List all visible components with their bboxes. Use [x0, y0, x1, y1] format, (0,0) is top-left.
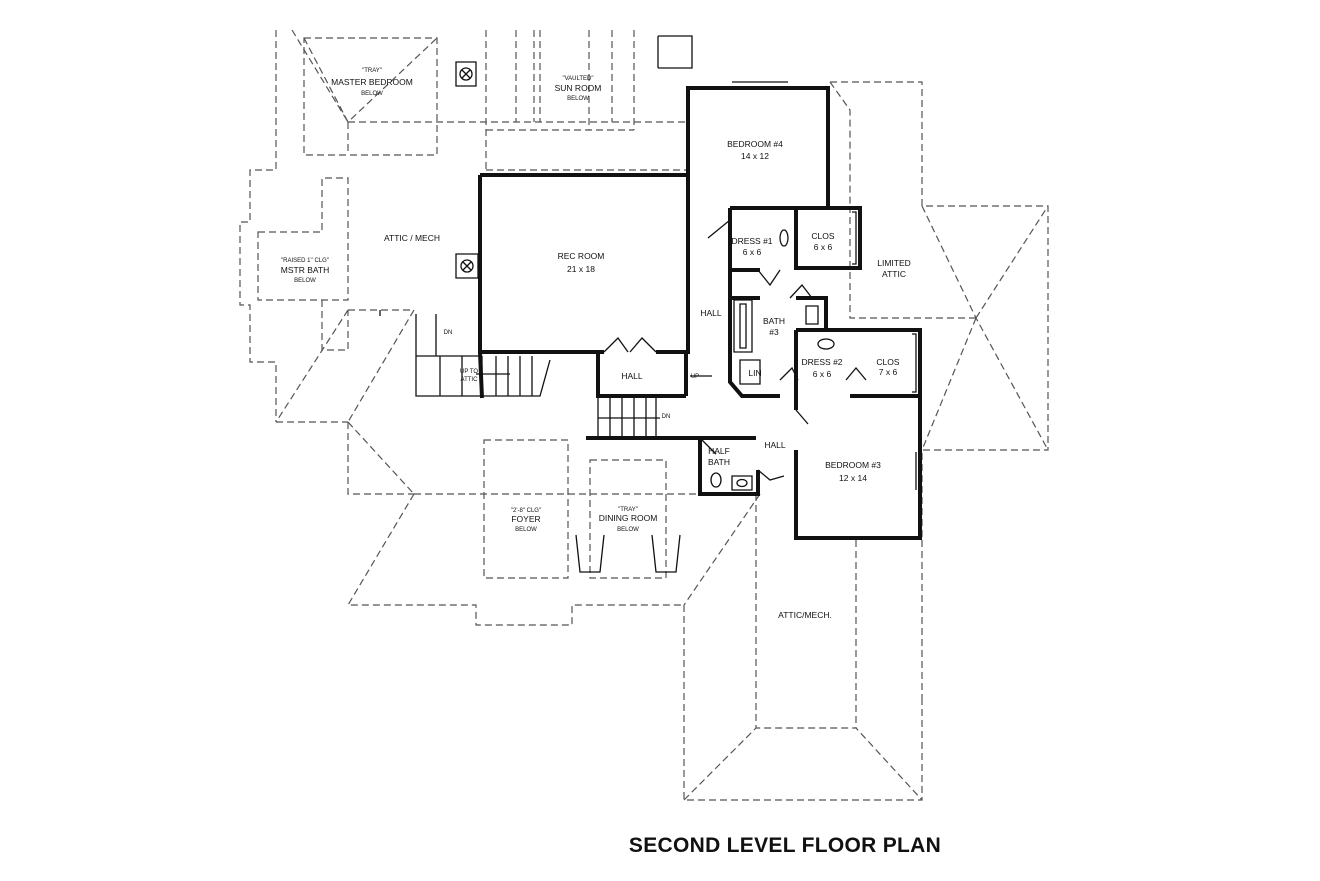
attic-mech-lower-label: ATTIC/MECH. — [778, 610, 832, 620]
dress2-size: 6 x 6 — [813, 369, 832, 379]
limited-attic-label: LIMITED — [877, 258, 911, 268]
bedroom3-size: 12 x 14 — [839, 473, 867, 483]
up-to-attic-label: UP TO — [460, 369, 478, 375]
bedroom4-size: 14 x 12 — [741, 151, 769, 161]
sun-room-label: SUN ROOM — [555, 83, 602, 93]
hall-label-upper: HALL — [700, 308, 722, 318]
clos1-label: CLOS — [811, 231, 834, 241]
dining-tray-note: "TRAY" — [618, 507, 638, 513]
rec-room-label: REC ROOM — [558, 251, 605, 261]
master-below-note: BELOW — [361, 91, 383, 97]
plan-title: SECOND LEVEL FLOOR PLAN — [628, 834, 942, 857]
hall-label-middle: HALL — [621, 371, 643, 381]
up-label: UP — [691, 374, 699, 380]
clos2-label: CLOS — [876, 357, 899, 367]
half-bath-label-2: BATH — [708, 457, 730, 467]
dining-room-label: DINING ROOM — [599, 513, 658, 523]
foyer-clg-note: "2'-8" CLG" — [511, 508, 541, 514]
dress2-label: DRESS #2 — [801, 357, 842, 367]
dress1-label: DRESS #1 — [731, 236, 772, 246]
attic-mech-label: ATTIC / MECH — [384, 233, 440, 243]
dn-label-right: DN — [662, 414, 671, 420]
clos1-size: 6 x 6 — [814, 242, 833, 252]
sun-vaulted-note: "VAULTED" — [562, 76, 593, 82]
hall-label-lower: HALL — [764, 440, 786, 450]
roof-outlines — [239, 29, 1049, 801]
mstr-bath-raised-note: "RAISED 1'' CLG" — [281, 258, 329, 264]
dining-below-note: BELOW — [617, 527, 639, 533]
bath3-label: BATH — [763, 316, 785, 326]
walls — [478, 86, 922, 540]
bedroom3-label: BEDROOM #3 — [825, 460, 881, 470]
sun-below-note: BELOW — [567, 96, 589, 102]
half-bath-label: HALF — [708, 446, 730, 456]
mstr-bath-label: MSTR BATH — [281, 265, 329, 275]
dress1-size: 6 x 6 — [743, 247, 762, 257]
dn-label-left: DN — [444, 330, 453, 336]
foyer-label: FOYER — [511, 514, 540, 524]
room-labels: "TRAY" MASTER BEDROOM BELOW "VAULTED" SU… — [281, 68, 911, 620]
limited-attic-label-2: ATTIC — [882, 269, 906, 279]
up-to-attic-label-2: ATTIC — [461, 377, 479, 383]
bath3-number: #3 — [769, 327, 779, 337]
master-bedroom-label: MASTER BEDROOM — [331, 77, 413, 87]
rec-room-size: 21 x 18 — [567, 264, 595, 274]
clos2-size: 7 x 6 — [879, 367, 898, 377]
bedroom4-label: BEDROOM #4 — [727, 139, 783, 149]
foyer-below-note: BELOW — [515, 527, 537, 533]
mstr-bath-below-note: BELOW — [294, 278, 316, 284]
fixtures — [379, 35, 917, 573]
linen-label: LIN — [748, 368, 761, 378]
master-tray-note: "TRAY" — [362, 68, 382, 74]
